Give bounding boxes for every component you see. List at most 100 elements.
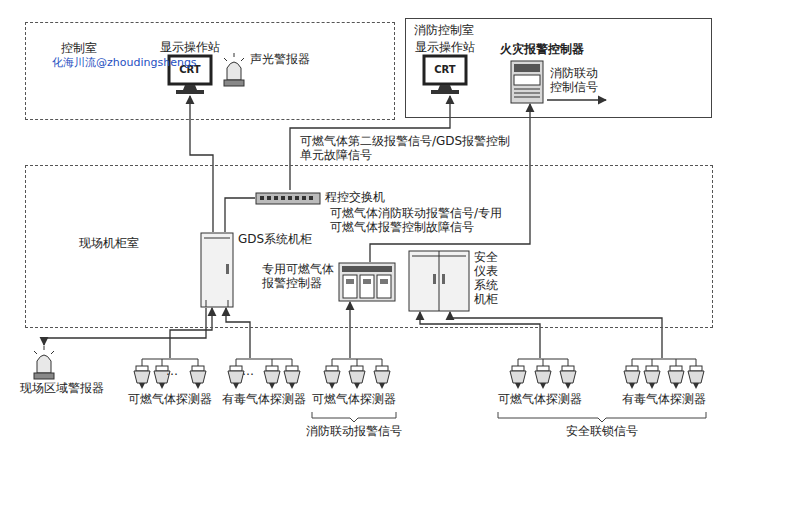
drawing-part xyxy=(224,58,227,61)
drawing-part xyxy=(376,366,388,371)
crt-monitor: CRT xyxy=(422,54,468,96)
drawing-part xyxy=(142,358,198,359)
annotation-label: … xyxy=(242,364,254,378)
drawing-part xyxy=(37,355,51,373)
region-box: 现场机柜室 程控交换机 GDS系统机柜专用可燃气体报警控制器 安全仪表系统机柜 xyxy=(25,165,713,328)
drawing-part xyxy=(302,196,306,200)
drawing-part xyxy=(192,366,204,371)
drawing-part xyxy=(565,383,571,389)
signal-connector xyxy=(190,96,213,232)
annotation-label: 安全联锁信号 xyxy=(566,424,638,438)
alarm-icon xyxy=(222,52,246,88)
drawing-part xyxy=(183,85,197,90)
signal-connector xyxy=(225,198,255,232)
node-text: 有毒气体探测器 xyxy=(622,392,706,406)
drawing-part xyxy=(514,75,540,85)
drawing-part xyxy=(670,366,682,371)
drawing-part xyxy=(357,359,358,366)
region-title: 控制室 xyxy=(61,41,97,55)
node-text: GDS系统机柜 xyxy=(238,232,312,246)
drawing-part xyxy=(514,93,540,94)
equipment-node: 现场区域警报器 xyxy=(20,345,104,395)
drawing-part xyxy=(272,359,273,366)
drawing-part xyxy=(226,264,229,274)
fire-alarm-controller-icon xyxy=(510,60,544,104)
drawing-part xyxy=(512,366,524,371)
node-text: 声光警报器 xyxy=(250,52,310,66)
drawing-part xyxy=(360,275,374,298)
node-text: 可燃气体探测器 xyxy=(128,392,212,406)
detector-icons xyxy=(227,358,301,392)
signal-connector xyxy=(226,308,250,358)
drawing-part xyxy=(439,251,440,311)
equipment-node: 可燃气体探测器 xyxy=(312,358,396,406)
drawing-part xyxy=(264,371,280,383)
detector-icons xyxy=(503,358,577,392)
node-text: 显示操作站 xyxy=(160,40,220,54)
drawing-part xyxy=(535,371,551,383)
drawing-part xyxy=(236,358,292,359)
signal-arrow xyxy=(547,99,606,100)
drawing-part xyxy=(510,371,526,383)
equipment-node: 安全仪表系统机柜 xyxy=(408,250,498,312)
drawing-part xyxy=(34,351,37,354)
signal-connector xyxy=(450,312,662,358)
drawing-part xyxy=(349,371,365,383)
connector-label: 可燃气体消防联动报警信号/专用可燃气体报警控制故障信号 xyxy=(330,206,506,234)
equipment-node: 程控交换机 xyxy=(255,190,385,206)
drawing-part xyxy=(284,371,300,383)
drawing-part xyxy=(668,371,684,383)
drawing-part xyxy=(374,371,390,383)
drawing-part xyxy=(343,275,357,298)
crt-label: CRT xyxy=(422,63,468,77)
drawing-part xyxy=(324,371,340,383)
drawing-part xyxy=(176,90,204,94)
signal-connector xyxy=(349,302,350,358)
watermark: 化海川流@zhoudingshengs xyxy=(52,56,197,70)
drawing-part xyxy=(624,371,640,383)
drawing-part xyxy=(540,383,546,389)
connector-label: 可燃气体第二级报警信号/GDS报警控制单元故障信号 xyxy=(300,134,515,162)
signal-connector xyxy=(420,312,540,358)
node-text: 可燃气体探测器 xyxy=(312,392,396,406)
drawing-part xyxy=(518,359,519,366)
region-title: 现场机柜室 xyxy=(79,236,139,250)
drawing-part xyxy=(693,383,699,389)
drawing-part xyxy=(228,300,229,307)
signal-connector xyxy=(370,104,530,262)
drawing-part xyxy=(543,359,544,366)
drawing-part xyxy=(380,279,388,284)
equipment-node: 声光警报器 xyxy=(222,52,310,88)
drawing-part xyxy=(632,359,633,366)
drawing-part xyxy=(295,196,299,200)
group-bracket xyxy=(498,412,706,422)
drawing-part xyxy=(286,366,298,371)
drawing-part xyxy=(431,90,459,94)
drawing-part xyxy=(309,196,313,200)
drawing-part xyxy=(289,383,295,389)
region-title: 消防控制室 xyxy=(414,23,474,37)
drawing-part xyxy=(136,366,148,371)
drawing-part xyxy=(204,238,230,239)
drawing-part xyxy=(511,61,543,103)
drawing-part xyxy=(560,371,576,383)
drawing-part xyxy=(206,300,207,307)
drawing-part xyxy=(696,359,697,366)
drawing-part xyxy=(274,196,278,200)
drawing-part xyxy=(382,359,383,366)
drawing-part xyxy=(515,383,521,389)
node-text: 专用可燃气体报警控制器 xyxy=(262,262,334,290)
node-text: 现场区域警报器 xyxy=(20,381,104,395)
drawing-part xyxy=(195,383,201,389)
detector-icons xyxy=(623,358,705,392)
group-bracket xyxy=(312,412,396,422)
drawing-part xyxy=(51,351,54,354)
drawing-part xyxy=(266,366,278,371)
equipment-node: 可燃气体探测器 xyxy=(498,358,582,406)
drawing-part xyxy=(644,371,660,383)
drawing-part xyxy=(646,366,658,371)
node-text: 火灾报警控制器 xyxy=(500,42,584,56)
node-text: 安全仪表系统机柜 xyxy=(474,250,498,306)
drawing-part xyxy=(134,371,150,383)
annotation-label: 消防联动报警信号 xyxy=(306,424,402,438)
